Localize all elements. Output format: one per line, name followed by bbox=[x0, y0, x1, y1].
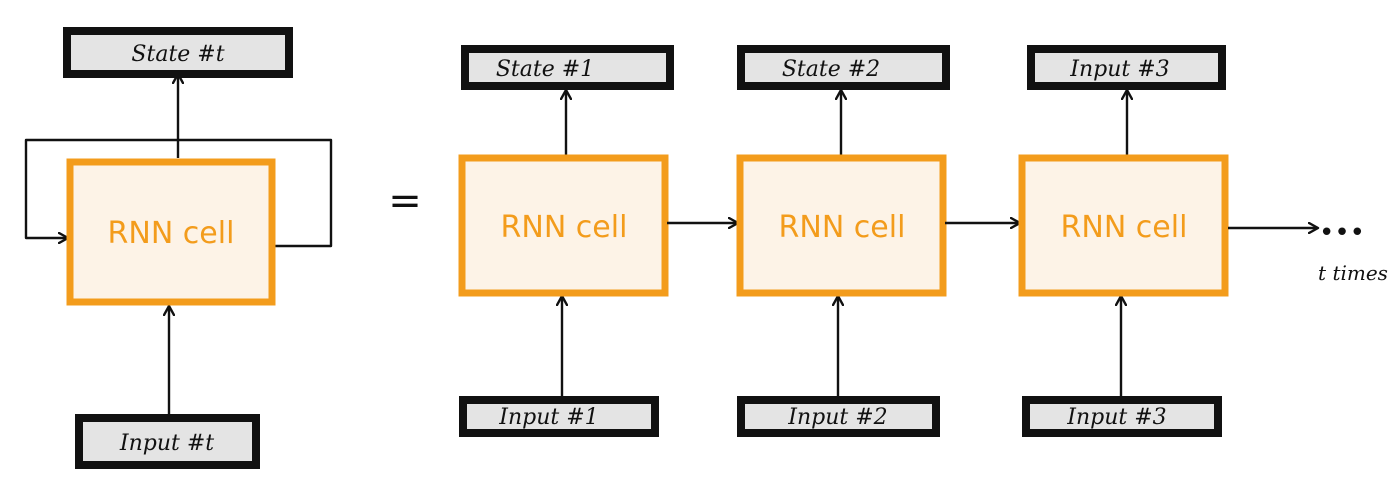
unrolled-step-3: Input #3 RNN cell Input #3 bbox=[1018, 45, 1229, 437]
input-label: Input #3 bbox=[1066, 405, 1166, 430]
t-times-label: t times bbox=[1318, 261, 1388, 285]
rnn-cell bbox=[66, 158, 276, 306]
state-label: Input #3 bbox=[1069, 57, 1169, 82]
state-label: State #2 bbox=[782, 57, 880, 82]
unrolled-rnn: State #1 RNN cell Input #1 State #2 RNN … bbox=[458, 45, 1388, 437]
state-label: State #1 bbox=[496, 57, 594, 82]
state-box bbox=[461, 45, 674, 90]
unrolled-step-1: State #1 RNN cell Input #1 bbox=[458, 45, 674, 437]
state-box bbox=[63, 27, 293, 78]
continuation-dots: ••• bbox=[1319, 218, 1365, 248]
input-label: Input #1 bbox=[498, 405, 598, 430]
rnn-cell-label: RNN cell bbox=[108, 216, 235, 251]
input-box bbox=[459, 396, 659, 437]
state-label: State #t bbox=[131, 42, 224, 67]
input-box bbox=[75, 414, 260, 469]
state-box bbox=[737, 45, 950, 90]
rnn-cell-label: RNN cell bbox=[1061, 210, 1188, 245]
equals-sign: = bbox=[388, 178, 422, 224]
folded-rnn: State #t RNN cell Input #t bbox=[24, 27, 333, 469]
rnn-cell-label: RNN cell bbox=[501, 210, 628, 245]
rnn-cell bbox=[736, 154, 947, 297]
unrolled-step-2: State #2 RNN cell Input #2 bbox=[736, 45, 950, 437]
input-box bbox=[737, 396, 940, 437]
input-label: Input #t bbox=[119, 431, 214, 456]
rnn-cell bbox=[458, 154, 669, 297]
rnn-cell-label: RNN cell bbox=[779, 210, 906, 245]
rnn-cell bbox=[1018, 154, 1229, 297]
input-label: Input #2 bbox=[787, 405, 887, 430]
state-box bbox=[1027, 45, 1226, 90]
input-box bbox=[1022, 396, 1222, 437]
